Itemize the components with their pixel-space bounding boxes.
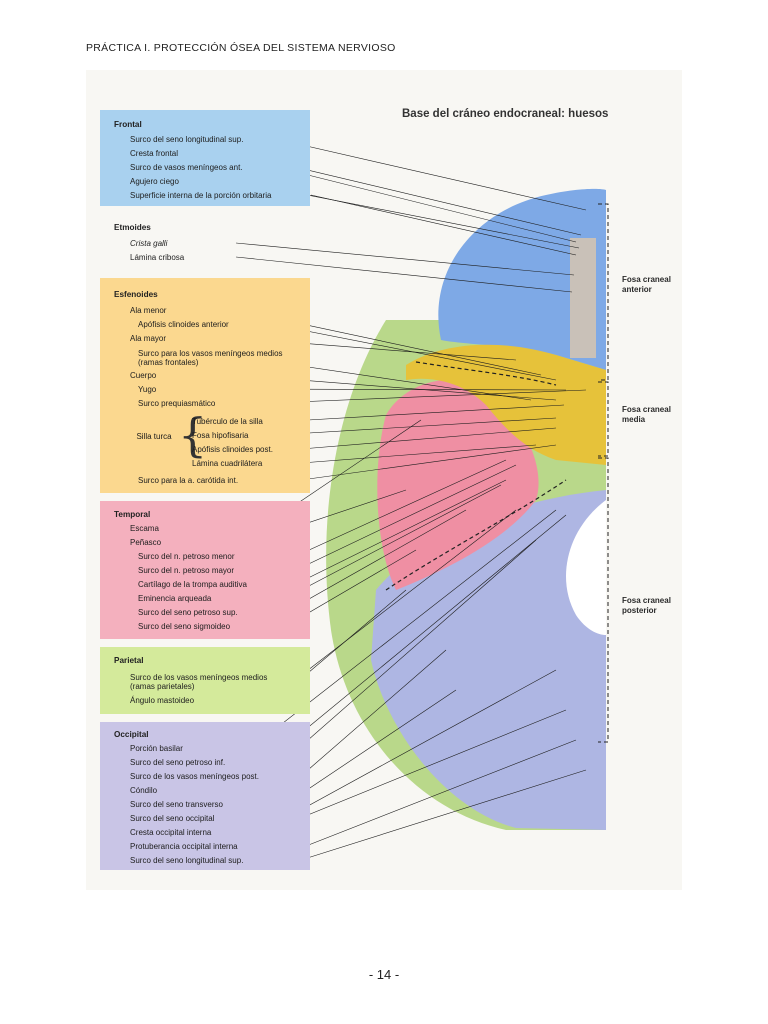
anatomy-plate: Base del cráneo endocraneal: huesos Fron… xyxy=(86,70,682,890)
leader-line xyxy=(295,479,507,585)
leader-line xyxy=(285,689,457,805)
occipital-box xyxy=(100,722,310,870)
silla-label-3: Apófisis clinoides post. xyxy=(192,445,273,454)
temporal-label-2: Peñasco xyxy=(130,538,162,547)
esfenoides-label-4: Surco para los vasos meníngeos medios (r… xyxy=(138,349,283,367)
occipital-label-6: Surco del seno occipital xyxy=(130,814,215,823)
frontal-label-1: Surco del seno longitudinal sup. xyxy=(130,135,244,144)
leader-line xyxy=(300,649,447,777)
frontal-label-2: Cresta frontal xyxy=(130,149,179,158)
frontal-title: Frontal xyxy=(114,120,142,129)
leader-line xyxy=(295,459,507,557)
temporal-label-6: Eminencia arqueada xyxy=(138,594,212,603)
occipital-label-3: Surco de los vasos meníngeos post. xyxy=(130,772,259,781)
leader-line xyxy=(300,444,537,464)
foramen-magnum-cutaway xyxy=(566,500,606,635)
fosa-anterior-bracket xyxy=(598,203,609,381)
parietal-label-2: Ángulo mastoideo xyxy=(130,696,195,705)
esfenoides-title: Esfenoides xyxy=(114,290,158,299)
temporal-title: Temporal xyxy=(114,510,151,519)
skull-base-illustration xyxy=(235,138,609,861)
leader-line xyxy=(300,769,587,861)
silla-turca-caption: Silla turca xyxy=(134,432,174,442)
leader-line xyxy=(285,484,502,599)
fosa-media-label: Fosa craneal media xyxy=(622,405,671,424)
leader-line xyxy=(305,739,577,847)
leader-line xyxy=(265,709,567,833)
parietal-box xyxy=(100,647,310,714)
esfenoides-label-7: Surco prequiasmático xyxy=(138,399,216,408)
silla-label-2: Fosa hipofisaria xyxy=(192,431,249,440)
frontal-label-3: Surco de vasos meníngeos ant. xyxy=(130,163,243,172)
leader-line xyxy=(285,509,517,688)
middle-fossa-boundary xyxy=(385,479,567,591)
esfenoides-label-3: Ala mayor xyxy=(130,334,167,343)
etmoides-label-1: Crista galli xyxy=(130,239,168,248)
esfenoides-label-5: Cuerpo xyxy=(130,371,157,380)
occipital-label-4: Cóndilo xyxy=(130,786,158,795)
temporal-label-8: Surco del seno sigmoideo xyxy=(138,622,231,631)
leader-line xyxy=(270,389,587,404)
leader-line xyxy=(235,256,573,293)
temporal-box xyxy=(100,501,310,639)
silla-label-4: Lámina cuadrilátera xyxy=(192,459,263,468)
leader-line xyxy=(275,166,577,243)
occipital-label-8: Protuberancia occipital interna xyxy=(130,842,238,851)
esfenoides-label-6: Yugo xyxy=(138,385,157,394)
occipital-label-5: Surco del seno transverso xyxy=(130,800,223,809)
anterior-fossa-boundary xyxy=(415,361,557,386)
leader-line xyxy=(300,444,557,481)
leader-line xyxy=(285,669,557,819)
leader-line xyxy=(300,427,557,450)
ethmoid-region xyxy=(570,238,596,358)
sphenoid-region xyxy=(406,344,606,465)
esfenoides-box xyxy=(100,278,310,493)
etmoides-label-2: Lámina cribosa xyxy=(130,253,185,262)
page-header: PRÁCTICA I. PROTECCIÓN ÓSEA DEL SISTEMA … xyxy=(86,42,396,54)
frontal-region xyxy=(438,188,606,370)
occipital-label-7: Cresta occipital interna xyxy=(130,828,212,837)
silla-turca-text: Silla turca xyxy=(136,432,172,441)
leader-line xyxy=(275,138,587,211)
fosa-anterior-label: Fosa craneal anterior xyxy=(622,275,671,294)
fosa-posterior-label: Fosa craneal posterior xyxy=(622,596,671,615)
leader-line xyxy=(235,242,575,276)
leader-line xyxy=(290,404,565,422)
frontal-label-4: Agujero ciego xyxy=(130,177,179,186)
occipital-label-2: Surco del seno petroso inf. xyxy=(130,758,226,767)
temporal-label-5: Cartílago de la trompa auditiva xyxy=(138,580,247,589)
parietal-label-1: Surco de los vasos meníngeos medios (ram… xyxy=(130,673,268,691)
temporal-label-1: Escama xyxy=(130,524,159,533)
temporal-label-7: Surco del seno petroso sup. xyxy=(138,608,238,617)
occipital-label-9: Surco del seno longitudinal sup. xyxy=(130,856,244,865)
page-number: - 14 - xyxy=(368,967,400,982)
parietal-title: Parietal xyxy=(114,656,144,665)
leader-line xyxy=(310,194,577,256)
leader-line xyxy=(285,509,467,613)
silla-label-1: Tubérculo de la silla xyxy=(192,417,263,426)
silla-turca-brace: { xyxy=(178,408,208,462)
temporal-label-4: Surco del n. petroso mayor xyxy=(138,566,235,575)
leader-line xyxy=(275,417,557,436)
plate-title: Base del cráneo endocraneal: huesos xyxy=(402,108,609,120)
esfenoides-label-1: Ala menor xyxy=(130,306,167,315)
occipital-label-1: Porción basilar xyxy=(130,744,183,753)
leader-line xyxy=(295,464,517,571)
esfenoides-label-2: Apófisis clinoides anterior xyxy=(138,320,229,329)
esfenoides-last-label: Surco para la a. carótida int. xyxy=(138,476,239,485)
frontal-label-5: Superficie interna de la porción orbitar… xyxy=(130,191,272,200)
occipital-title: Occipital xyxy=(114,730,149,739)
frontal-box xyxy=(100,110,310,206)
etmoides-title: Etmoides xyxy=(114,223,151,232)
leader-line xyxy=(265,514,567,763)
temporal-label-3: Surco del n. petroso menor xyxy=(138,552,235,561)
